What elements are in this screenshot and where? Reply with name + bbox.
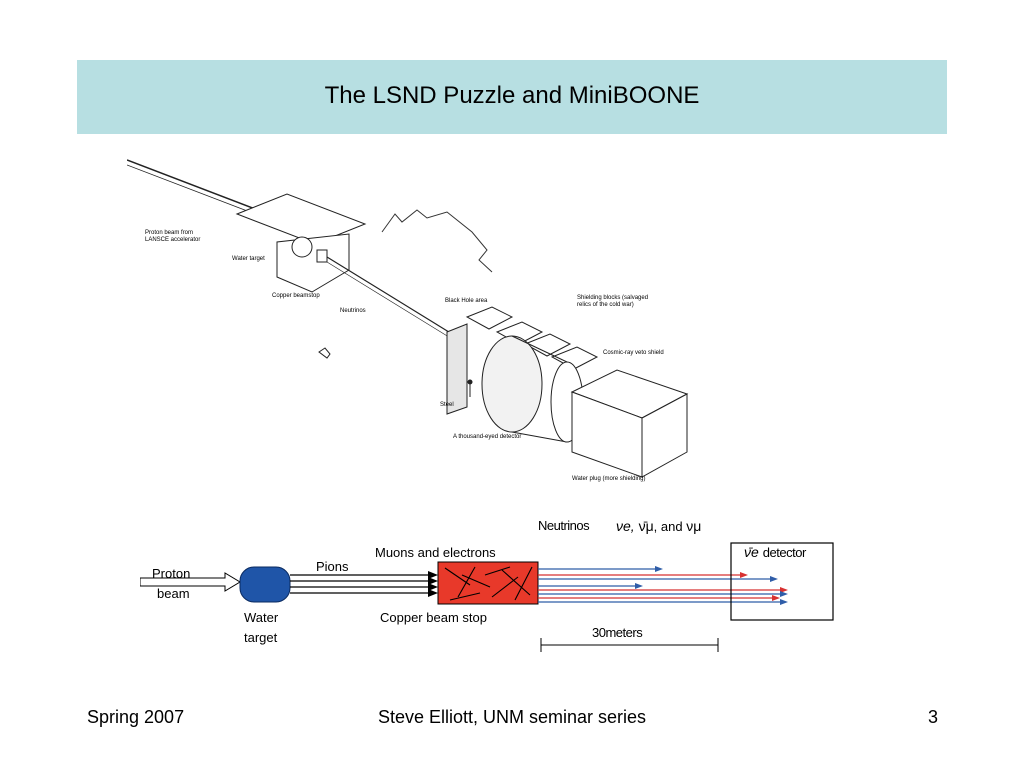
neutrino-flavors: νe, ν̄μ, and νμ	[616, 518, 701, 534]
pions-label: Pions	[316, 559, 349, 574]
label-water-plug: Water plug (more shielding)	[572, 476, 645, 482]
water-target-shape	[239, 566, 291, 603]
label-detector: A thousand-eyed detector	[453, 434, 521, 440]
title-bar: The LSND Puzzle and MiniBOONE	[77, 60, 947, 134]
water-label: Water	[244, 610, 279, 625]
label-shielding-1: Shielding blocks (salvaged	[577, 295, 648, 301]
label-copper-beamstop: Copper beamstop	[272, 293, 320, 299]
proton-beam-arrow	[140, 572, 241, 592]
copper-beam-stop-shape	[437, 561, 539, 605]
footer-page-number: 3	[927, 707, 938, 727]
label-proton-beam: Proton beam from	[145, 230, 193, 236]
label-proton-beam-2: LANSCE accelerator	[145, 237, 200, 243]
copper-label: Copper beam stop	[380, 610, 487, 625]
detector-box	[730, 542, 834, 621]
beam-label: beam	[157, 586, 190, 601]
muons-label: Muons and electrons	[375, 545, 496, 560]
neutrinos-label: Neutrinos	[538, 518, 590, 533]
footer-author: Steve Elliott, UNM seminar series	[377, 707, 647, 727]
lsnd-illustration: Proton beam from LANSCE accelerator Wate…	[127, 159, 689, 482]
label-neutrinos: Neutrinos	[340, 308, 366, 314]
label-water-target: Water target	[232, 256, 265, 262]
label-steel: Steel	[440, 402, 454, 408]
footer-date: Spring 2007	[87, 707, 185, 727]
stop-scatter-arrows	[444, 566, 533, 601]
target-label: target	[244, 630, 278, 645]
pion-arrows	[290, 574, 428, 594]
detector-tank	[481, 335, 543, 433]
label-shielding-2: relics of the cold war)	[577, 302, 634, 308]
target-building	[276, 233, 350, 293]
proton-label: Proton	[152, 566, 190, 581]
label-cosmic-veto: Cosmic-ray veto shield	[603, 350, 664, 356]
neutrino-lines	[538, 568, 780, 603]
beamline-schematic: Proton beam Water target Pions Muons and…	[140, 518, 834, 652]
label-black-hole: Black Hole area	[445, 298, 488, 304]
distance-scale	[540, 638, 719, 652]
distance-label: 30meters	[592, 625, 643, 640]
target-building-roof	[235, 193, 367, 245]
slide-title: The LSND Puzzle and MiniBOONE	[324, 82, 700, 109]
